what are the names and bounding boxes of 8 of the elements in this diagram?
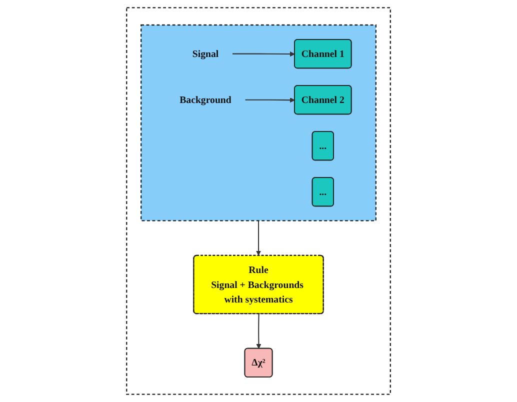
cluster	[126, 7, 391, 395]
node-text: Background	[180, 94, 232, 106]
arrow	[232, 52, 295, 57]
cluster	[140, 24, 376, 222]
node-text: Signal	[192, 48, 219, 60]
arrow	[256, 220, 262, 256]
arrow	[245, 98, 295, 103]
arrow	[256, 314, 262, 349]
